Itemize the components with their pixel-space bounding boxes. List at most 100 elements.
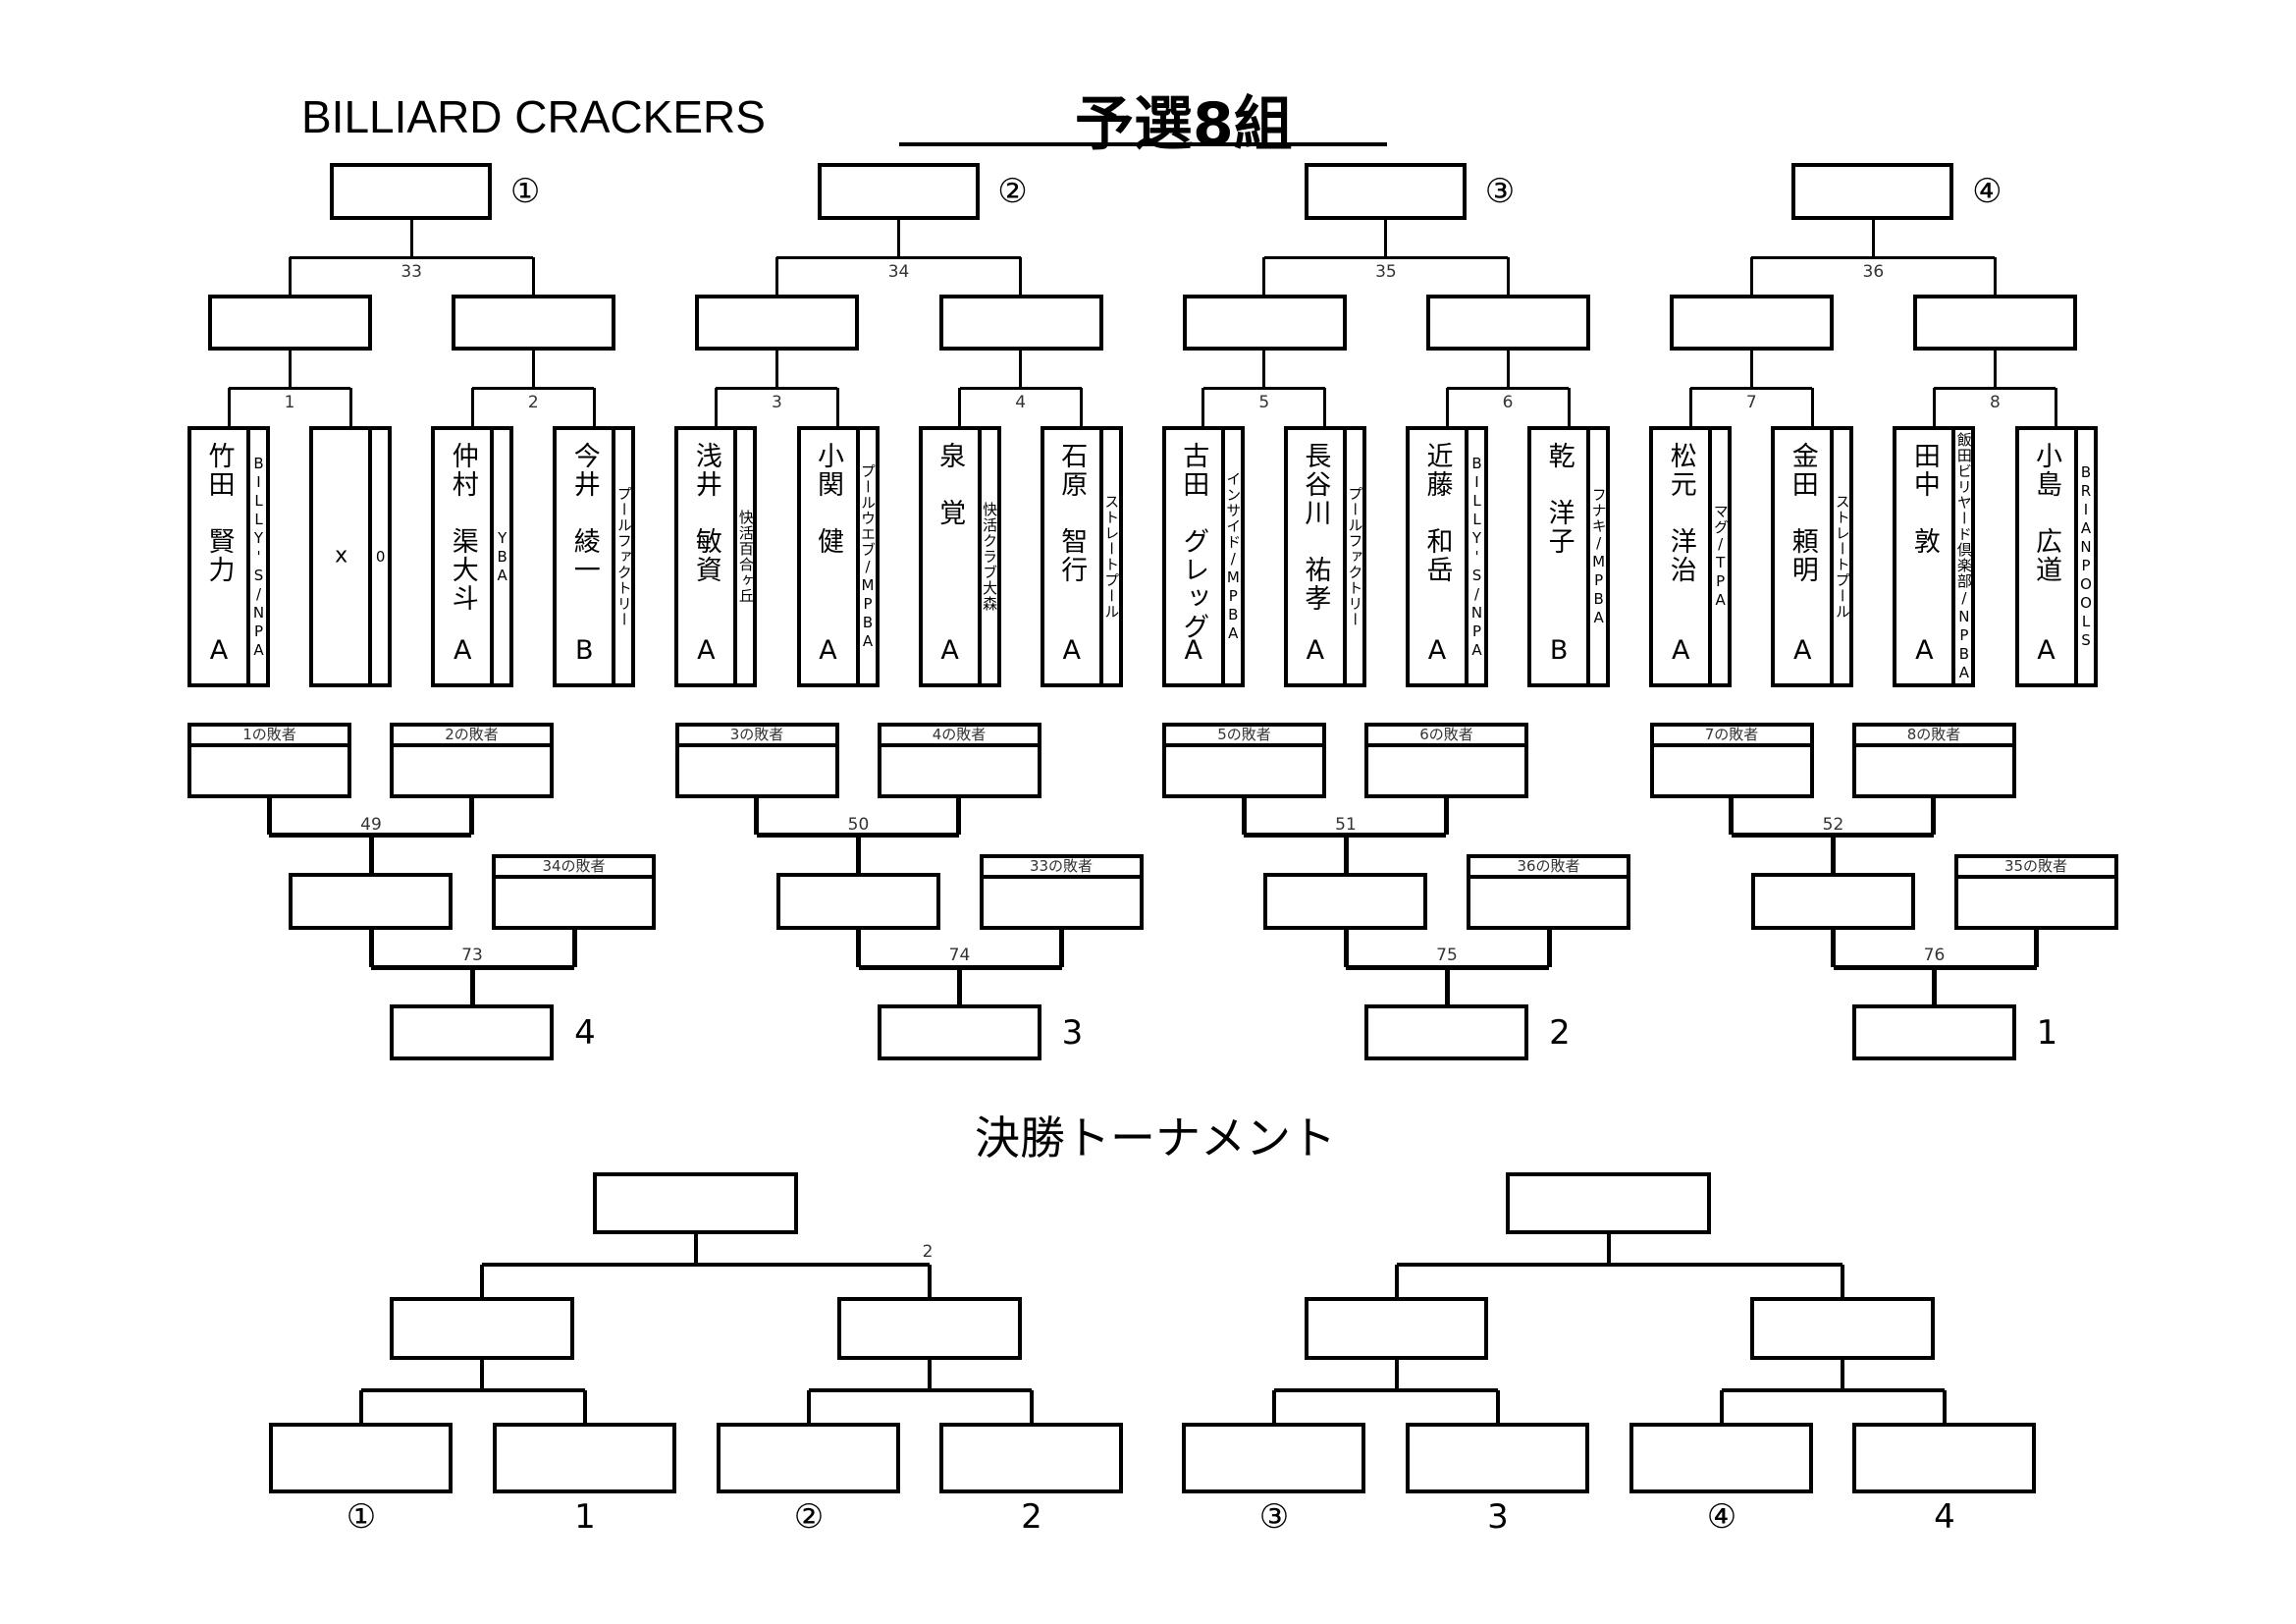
round2-box[interactable] [938,295,1103,351]
group-winner-box[interactable] [330,163,493,220]
finals-semi-box[interactable] [1305,1297,1488,1360]
finals-winner-box[interactable] [593,1172,798,1234]
loser-box[interactable]: 7の敗者 [1649,723,1814,798]
finals-slot-box[interactable] [717,1423,900,1493]
round2-box[interactable] [695,295,860,351]
group-qualifier-box[interactable] [1364,1004,1528,1060]
seed-label: ② [997,172,1028,211]
group-winner-box[interactable] [1791,163,1954,220]
finals-slot-box[interactable] [939,1423,1123,1493]
player-affiliation-cell: 快活百合ヶ丘 [737,430,755,683]
player-name: 田中 敦 [1908,442,1940,556]
bracket-line [1443,798,1449,835]
loser-box[interactable]: 3の敗者 [674,723,839,798]
finals-semi-box[interactable] [837,1297,1022,1360]
bracket-line [1323,388,1327,426]
finals-semi-box[interactable] [390,1297,574,1360]
finals-slot-label: ④ [1706,1497,1737,1537]
player-affiliation: 快活クラブ大森 [981,502,999,612]
finals-slot-box[interactable] [1182,1423,1365,1493]
finals-slot-box[interactable] [1852,1423,2036,1493]
bracket-line [1688,388,1692,426]
finals-slot-box[interactable] [1629,1423,1813,1493]
loser-label: 5の敗者 [1166,727,1322,747]
finals-slot-box[interactable] [1406,1423,1589,1493]
cross-loser-box[interactable]: 35の敗者 [1953,854,2118,930]
bracket-line [956,798,961,835]
bracket-line [897,220,901,257]
cross-loser-box[interactable]: 36の敗者 [1467,854,1630,930]
bracket-line [2034,930,2039,967]
bracket-line [290,255,534,259]
loser-box[interactable]: 8の敗者 [1851,723,2016,798]
group-qualifier-box[interactable] [877,1004,1041,1060]
finals-slot-box[interactable] [493,1423,676,1493]
bracket-line [1690,386,1813,390]
match-number: 8 [1990,393,2001,412]
bracket-line [1749,351,1753,388]
player-name: 泉 覚 [934,442,966,527]
player-affiliation-cell: マグ/TPA [1712,430,1730,683]
loser-box[interactable]: 2の敗者 [390,723,554,798]
loser-box[interactable]: 1の敗者 [187,723,351,798]
cross-loser-box[interactable]: 34の敗者 [492,854,656,930]
loser-box[interactable]: 4の敗者 [877,723,1041,798]
bracket-line [957,967,962,1004]
cross-loser-box[interactable]: 33の敗者 [979,854,1144,930]
finals-slot-label: 1 [574,1497,596,1537]
bracket-line [1447,386,1570,390]
bracket-line [1272,1390,1276,1423]
bracket-line [807,1390,811,1423]
bracket-line [1831,930,1836,967]
finals-semi-box[interactable] [1750,1297,1935,1360]
loser-round-box[interactable] [289,873,453,930]
group-winner-box[interactable] [1304,163,1467,220]
bracket-line [1030,1390,1034,1423]
finals-slot-box[interactable] [269,1423,453,1493]
group-qualifier-box[interactable] [390,1004,554,1060]
loser-label: 4の敗者 [881,727,1038,747]
round2-box[interactable] [1426,295,1591,351]
loser-box[interactable]: 5の敗者 [1162,723,1326,798]
bracket-line [1506,351,1510,388]
page-title: 予選8組 [1075,90,1293,159]
round2-box[interactable] [1182,295,1347,351]
match-number: 75 [1436,946,1458,965]
group-qualifier-box[interactable] [1851,1004,2016,1060]
loser-round-box[interactable] [1263,873,1427,930]
loser-round-box[interactable] [775,873,940,930]
bracket-line [1343,930,1349,967]
round2-box[interactable] [1670,295,1835,351]
player-class: A [1671,635,1690,666]
group-winner-box[interactable] [817,163,980,220]
seed-label: ① [509,172,541,211]
round2-box[interactable] [1913,295,2078,351]
loser-round-box[interactable] [1750,873,1915,930]
finals-winner-box[interactable] [1506,1172,1711,1234]
loser-label: 33の敗者 [983,858,1140,879]
bracket-line [958,388,962,426]
bracket-line [480,1360,484,1390]
bracket-line [1059,930,1064,967]
round2-box[interactable] [208,295,373,351]
loser-box[interactable]: 6の敗者 [1364,723,1528,798]
round2-box[interactable] [452,295,616,351]
